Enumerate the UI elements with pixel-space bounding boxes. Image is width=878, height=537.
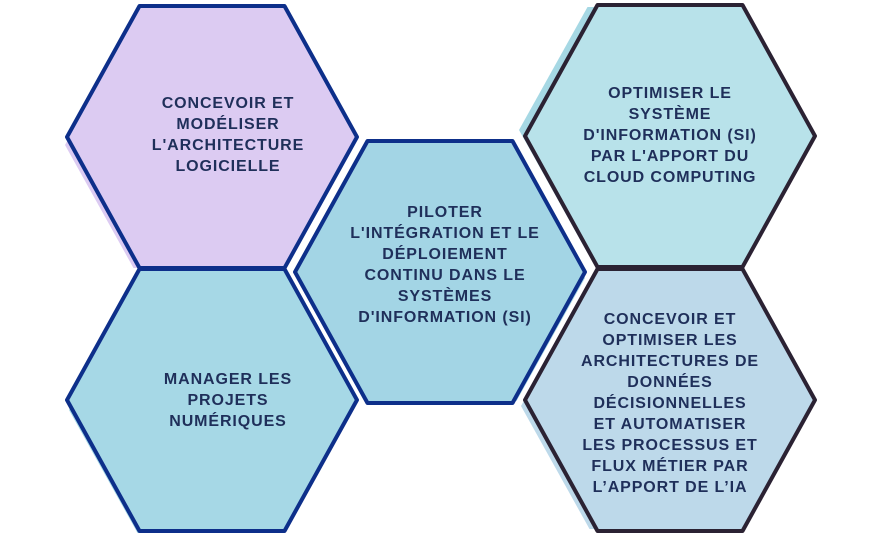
- hexagon-concevoir-architecture-logicielle: [65, 4, 359, 270]
- hexagon-shape: [293, 139, 587, 405]
- label-piloter-integration: PILOTER L'INTÉGRATION ET LE DÉPLOIEMENT …: [350, 204, 540, 326]
- hexagon-piloter-integration: [293, 139, 587, 405]
- label-manager-projets: MANAGER LES PROJETS NUMÉRIQUES: [163, 370, 293, 430]
- hexagon-shape: [65, 267, 359, 533]
- hexagon-manager-projets: [65, 267, 359, 533]
- label-architectures-donnees: CONCEVOIR ET OPTIMISER LES ARCHITECTURES…: [581, 310, 759, 496]
- hexagon-shape: [523, 267, 817, 533]
- hexagon-optimiser-cloud: [519, 3, 817, 269]
- label-concevoir-architecture-logicielle: CONCEVOIR ET MODÉLISER L'ARCHITECTURE LO…: [151, 95, 305, 175]
- hexagon-architectures-donnees: [521, 267, 817, 533]
- label-optimiser-cloud: OPTIMISER LE SYSTÈME D'INFORMATION (SI) …: [583, 84, 757, 186]
